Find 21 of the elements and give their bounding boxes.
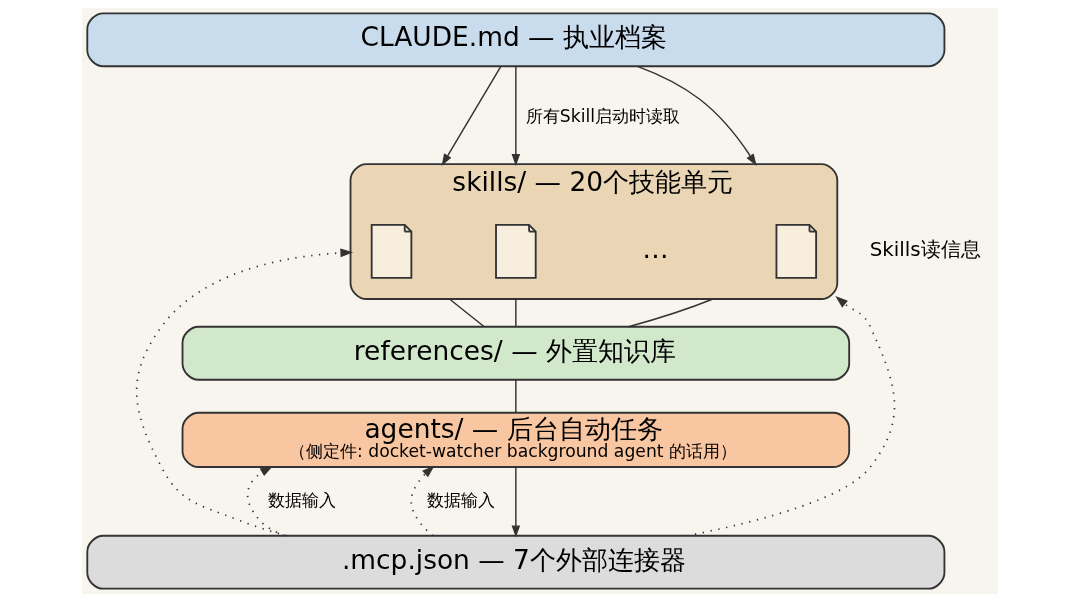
connector (627, 298, 714, 328)
arrow (686, 296, 896, 537)
label: … (642, 233, 669, 265)
label: Skills读信息 (869, 238, 981, 262)
connector (515, 379, 517, 413)
edge-label: 所有Skill启动时读取 (525, 106, 680, 127)
connector (448, 298, 486, 328)
arrow (135, 248, 354, 537)
arrow (511, 466, 521, 538)
arrow (441, 65, 502, 166)
arrow (410, 465, 435, 537)
arrow (246, 465, 286, 537)
edge-label: 数据输入 (268, 489, 337, 510)
edge-label: 数据输入 (427, 489, 496, 510)
connector (515, 298, 517, 328)
node-box: CLAUDE.md — 执业档案 (86, 12, 946, 68)
arrow (511, 65, 521, 167)
node-box: .mcp.json — 7个外部连接器 (86, 534, 946, 590)
arrow (636, 65, 757, 166)
node-box: references/ — 外置知识库 (181, 325, 851, 381)
node-box: agents/ — 后台自动任务 （侧定件: docket-watcher background agent 的话用） (181, 411, 851, 468)
